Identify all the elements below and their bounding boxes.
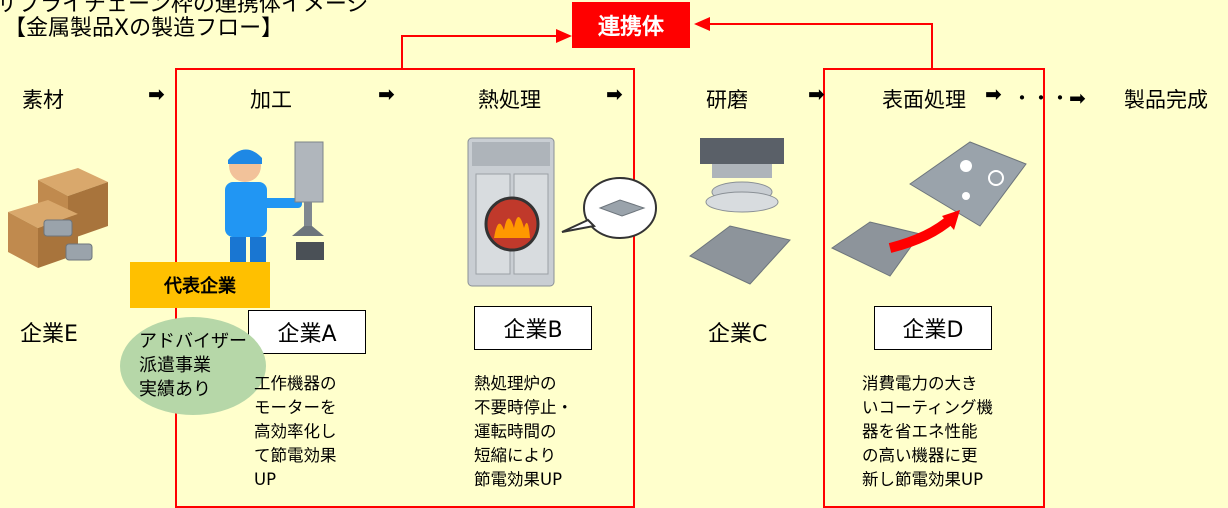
stage-surface-treatment: 表面処理 <box>882 88 966 112</box>
consortium-label: 連携体 <box>572 2 690 48</box>
stage-material: 素材 <box>22 88 64 112</box>
flow-arrow-icon: ➡ <box>378 82 395 106</box>
company-a-box: 企業A <box>248 310 366 354</box>
flow-arrow-icon: ➡ <box>808 82 825 106</box>
company-b-box: 企業B <box>474 306 592 350</box>
stage-heat-treatment: 熱処理 <box>478 88 541 112</box>
cardboard-boxes-illustration <box>8 168 108 268</box>
machining-worker-illustration <box>225 141 324 267</box>
diagram-subtitle: 【金属製品Xの製造フロー】 <box>4 16 284 41</box>
consortium-connectors <box>401 17 933 68</box>
flow-arrow-icon: ➡ <box>148 82 165 106</box>
stage-processing: 加工 <box>250 88 292 112</box>
flow-arrow-icon: ➡ <box>606 82 623 106</box>
stage-product-complete: 製品完成 <box>1124 88 1208 112</box>
stage-polishing: 研磨 <box>706 88 748 112</box>
company-a-description: 工作機器の モーターを 高効率化し て節電効果 UP <box>254 374 337 489</box>
company-d-box: 企業D <box>874 306 992 350</box>
advisor-dispatch-note: アドバイザー 派遣事業 実績あり <box>120 317 266 415</box>
company-d-description: 消費電力の大き いコーティング機 器を省エネ性能 の高い機器に更 新し節電効果U… <box>862 374 994 489</box>
diagram-title: サプライチェーン枠の連携体イメージ <box>0 0 369 17</box>
company-b-description: 熱処理炉の 不要時停止・ 運転時間の 短縮により 節電効果UP <box>474 374 573 489</box>
company-c-label: 企業C <box>708 322 768 347</box>
polishing-machine-illustration <box>689 138 791 285</box>
part-callout-bubble <box>561 177 657 239</box>
company-e-label: 企業E <box>20 322 78 347</box>
furnace-illustration <box>467 137 555 287</box>
flow-arrow-icon: ➡ <box>985 82 1002 106</box>
representative-company-badge: 代表企業 <box>130 262 270 308</box>
flow-dots-arrow: ・・・➡ <box>1012 86 1086 110</box>
surface-treatment-illustration <box>831 141 1027 277</box>
